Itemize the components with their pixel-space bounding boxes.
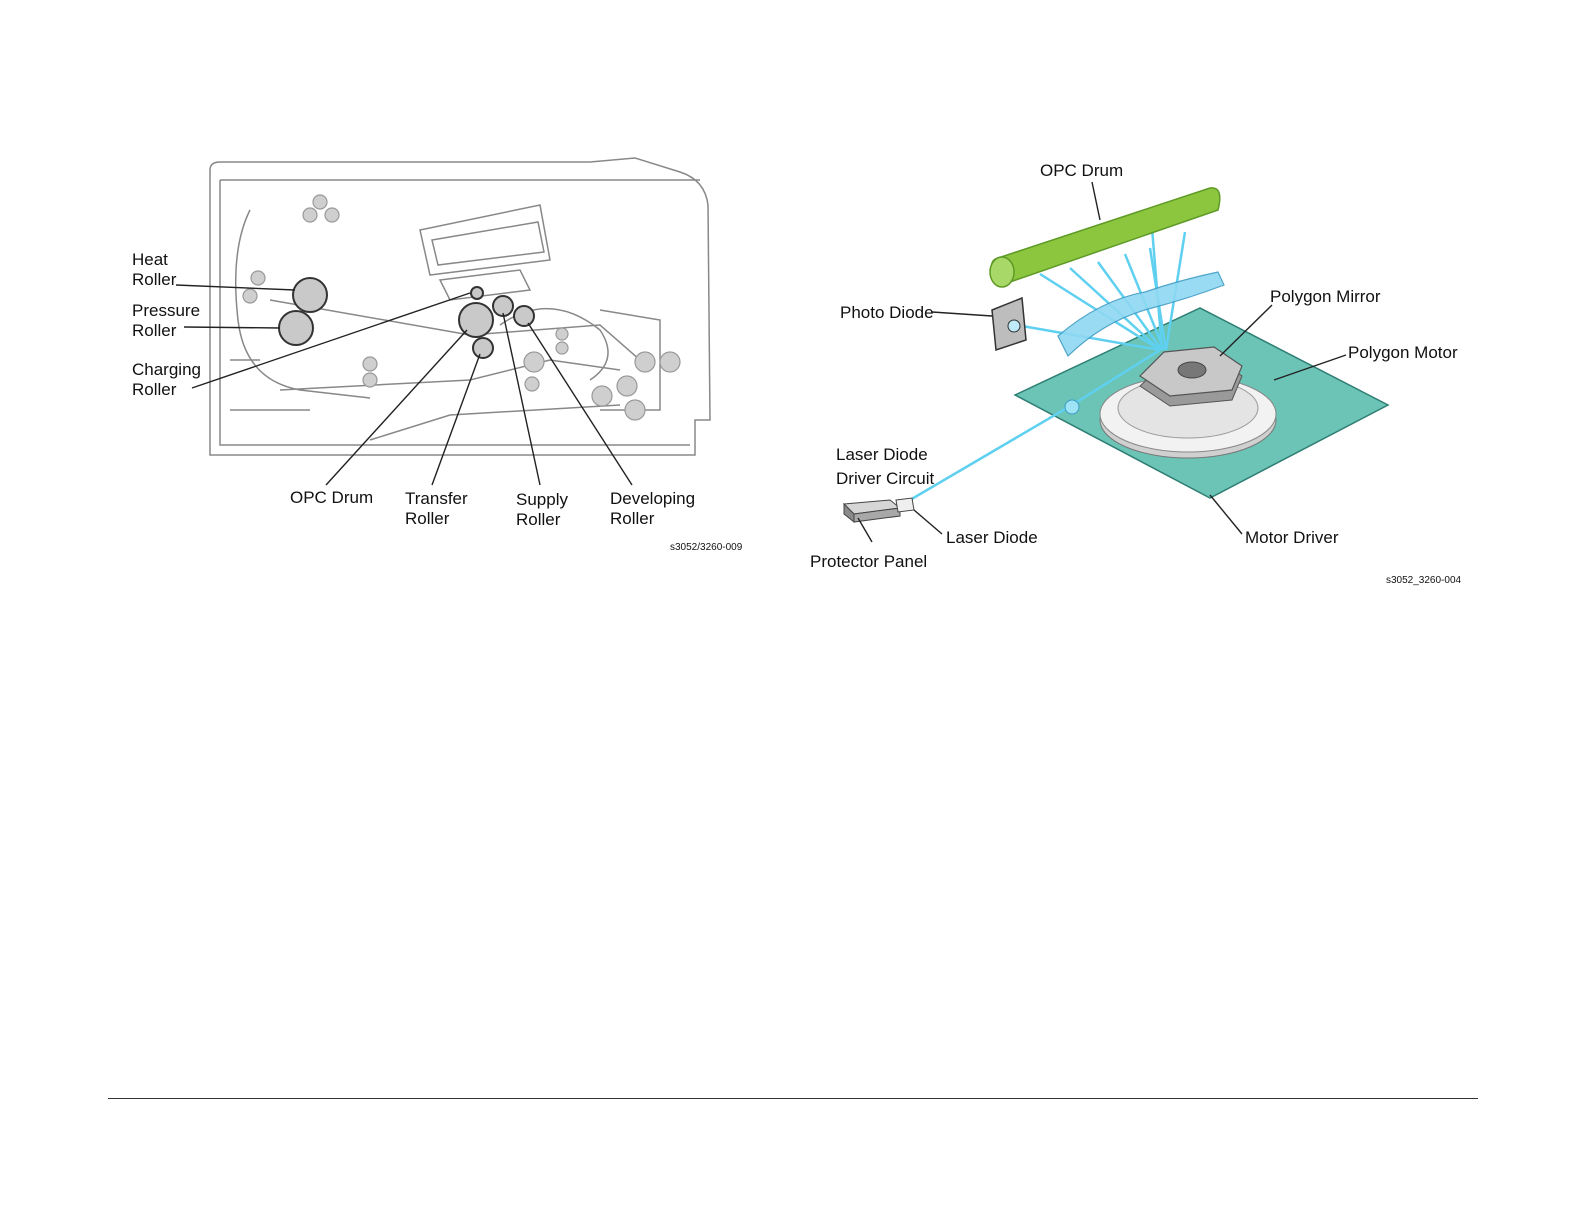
label-photo-diode-line1: Photo Diode bbox=[840, 303, 934, 322]
label-opc-drum-line1: OPC Drum bbox=[290, 488, 373, 507]
figure-id-right: s3052_3260-004 bbox=[1386, 575, 1462, 586]
printer-cross-section-diagram: Heat Roller Pressure Roller Charging Rol… bbox=[120, 150, 760, 570]
label-laser-diode-driver-circuit-line2: Driver Circuit bbox=[836, 469, 935, 488]
footer-rule bbox=[108, 1098, 1478, 1099]
label-opc-drum: OPC Drum bbox=[290, 488, 373, 507]
label-laser-diode-line1: Laser Diode bbox=[946, 528, 1038, 547]
label-polygon-mirror-line1: Polygon Mirror bbox=[1270, 287, 1381, 306]
label-charging-roller-line2: Roller bbox=[132, 380, 177, 399]
label-protector-panel-line1: Protector Panel bbox=[810, 552, 927, 571]
label-charging-roller-line1: Charging bbox=[132, 360, 201, 379]
label-developing-roller-line1: Developing bbox=[610, 489, 695, 508]
label-transfer-roller-line1: Transfer bbox=[405, 489, 468, 508]
label-polygon-motor-line1: Polygon Motor bbox=[1348, 343, 1458, 362]
transfer-roller bbox=[473, 338, 493, 358]
heat-roller bbox=[293, 278, 327, 312]
figure-id-left: s3052/3260-009 bbox=[670, 542, 743, 553]
developing-roller bbox=[514, 306, 534, 326]
label-charging-roller: Charging Roller bbox=[132, 360, 206, 399]
label-heat-roller-line1: Heat bbox=[132, 250, 168, 269]
label-pressure-roller-line2: Roller bbox=[132, 321, 177, 340]
label-polygon-mirror: Polygon Mirror bbox=[1270, 287, 1381, 306]
charging-roller bbox=[471, 287, 483, 299]
label-opc-drum-right: OPC Drum bbox=[1040, 161, 1123, 180]
label-motor-driver-line1: Motor Driver bbox=[1245, 528, 1339, 547]
label-laser-diode-driver-circuit: Laser Diode Driver Circuit bbox=[836, 445, 935, 488]
label-laser-diode: Laser Diode bbox=[946, 528, 1038, 547]
label-photo-diode: Photo Diode bbox=[840, 303, 934, 322]
label-developing-roller: Developing Roller bbox=[610, 489, 700, 528]
label-transfer-roller-line2: Roller bbox=[405, 509, 450, 528]
label-developing-roller-line2: Roller bbox=[610, 509, 655, 528]
label-transfer-roller: Transfer Roller bbox=[405, 489, 472, 528]
label-supply-roller-line1: Supply bbox=[516, 490, 568, 509]
label-pressure-roller: Pressure Roller bbox=[132, 301, 205, 340]
laser-scanning-unit-diagram: OPC Drum Photo Diode Polygon Mirror Poly… bbox=[800, 150, 1470, 600]
label-supply-roller: Supply Roller bbox=[516, 490, 573, 529]
label-opc-drum-right-line1: OPC Drum bbox=[1040, 161, 1123, 180]
laser-diode-assembly bbox=[844, 498, 914, 522]
label-pressure-roller-line1: Pressure bbox=[132, 301, 200, 320]
opc-drum-roller bbox=[459, 303, 493, 337]
label-supply-roller-line2: Roller bbox=[516, 510, 561, 529]
label-motor-driver: Motor Driver bbox=[1245, 528, 1339, 547]
label-protector-panel: Protector Panel bbox=[810, 552, 927, 571]
pressure-roller bbox=[279, 311, 313, 345]
label-heat-roller-line2: Roller bbox=[132, 270, 177, 289]
photo-diode bbox=[992, 298, 1026, 350]
label-heat-roller: Heat Roller bbox=[132, 250, 177, 289]
beam-point bbox=[1065, 400, 1079, 414]
label-polygon-motor: Polygon Motor bbox=[1348, 343, 1458, 362]
label-laser-diode-driver-circuit-line1: Laser Diode bbox=[836, 445, 928, 464]
